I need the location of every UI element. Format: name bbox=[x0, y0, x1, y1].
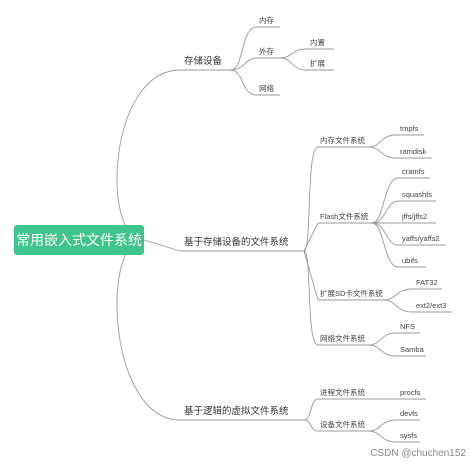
connector-root-storage bbox=[116, 69, 181, 241]
topic-ram-fs[interactable]: 内存文件系统 bbox=[320, 136, 365, 145]
topic-sd-card-fs[interactable]: 扩展SD卡文件系统 bbox=[320, 289, 383, 298]
topic-memory[interactable]: 内存 bbox=[259, 16, 274, 25]
topic-network-fs[interactable]: 网络文件系统 bbox=[320, 334, 365, 343]
topic-ext[interactable]: ext2/ext3 bbox=[416, 301, 447, 310]
topic-virtual-fs[interactable]: 基于逻辑的虚拟文件系统 bbox=[184, 406, 289, 417]
topic-yaffs[interactable]: yaffs/yaffs2 bbox=[402, 234, 440, 243]
topic-external-storage[interactable]: 外存 bbox=[259, 47, 274, 56]
topic-process-fs[interactable]: 进程文件系统 bbox=[320, 388, 365, 397]
topic-flash-fs[interactable]: Flash文件系统 bbox=[320, 212, 369, 221]
topic-devfs[interactable]: devfs bbox=[400, 409, 418, 418]
topic-cramfs[interactable]: cramfs bbox=[402, 167, 425, 176]
root-topic[interactable]: 常用嵌入式文件系统 bbox=[14, 225, 144, 255]
topic-nfs[interactable]: NFS bbox=[400, 322, 415, 331]
topic-storage-devices[interactable]: 存储设备 bbox=[184, 56, 223, 67]
topic-jffs[interactable]: jffs/jffs2 bbox=[402, 212, 428, 221]
topic-squashfs[interactable]: squashfs bbox=[402, 190, 433, 199]
topic-built-in[interactable]: 内置 bbox=[310, 38, 325, 47]
topic-sysfs[interactable]: sysfs bbox=[400, 431, 418, 440]
topic-tmpfs[interactable]: tmpfs bbox=[400, 124, 419, 133]
topic-expansion[interactable]: 扩展 bbox=[310, 59, 325, 68]
topic-samba[interactable]: Samba bbox=[400, 345, 424, 354]
topic-procfs[interactable]: procfs bbox=[400, 388, 421, 397]
topic-fat32[interactable]: FAT32 bbox=[416, 278, 438, 287]
topic-network[interactable]: 网络 bbox=[259, 84, 274, 93]
topic-ubifs[interactable]: ubifs bbox=[402, 256, 418, 265]
topic-ramdisk[interactable]: ramdisk bbox=[400, 147, 427, 156]
topic-storage-based-fs[interactable]: 基于存储设备的文件系统 bbox=[184, 237, 289, 248]
watermark: CSDN @chuchen152 bbox=[370, 448, 466, 459]
topic-device-fs[interactable]: 设备文件系统 bbox=[320, 420, 365, 429]
connector-root-virtual bbox=[116, 239, 181, 421]
connector-root-fs bbox=[143, 239, 181, 252]
